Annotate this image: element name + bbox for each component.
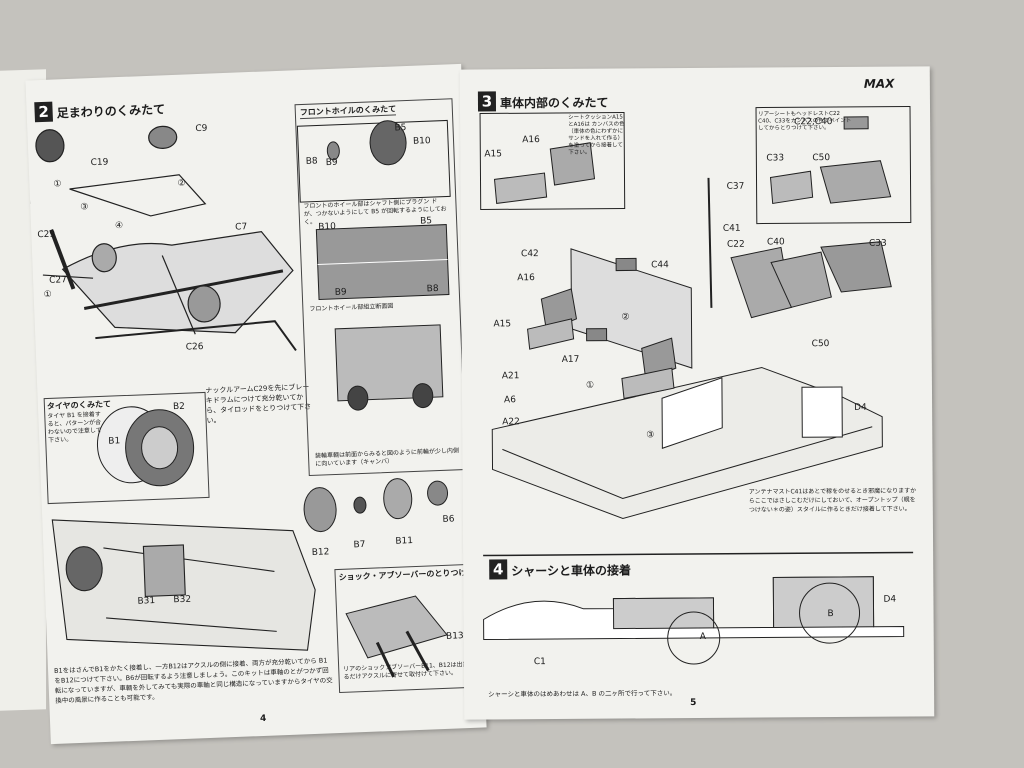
label-b32: B32 (173, 594, 192, 606)
label-c37: C37 (726, 181, 745, 192)
label-c22: C22 (726, 239, 745, 250)
tire-note: タイヤ B1 を接着すると、パターンが合わないので注意して下さい。 (47, 410, 102, 444)
circled-2: ② (177, 178, 186, 189)
label-d4: D4 (854, 402, 867, 413)
inset-label-c22-c40: C22,C40 (794, 117, 833, 128)
page-number-right: 5 (690, 698, 697, 709)
label-a17: A17 (561, 354, 580, 365)
right-page: MAX 3 車体内部のくみたて (459, 66, 935, 720)
label-c26: C26 (185, 341, 204, 353)
note-knuckle-arm: ナックルアームC29を先にブレーキドラムにつけて充分乾いてから、タイロッドをとり… (205, 382, 312, 425)
front-wheel-box: フロントホイルのくみたて B5 B10 B8 B9 フロントのホイール部はシャフ… (294, 98, 467, 477)
label-c19: C19 (90, 157, 109, 169)
label-a16: A16 (517, 273, 535, 284)
inset-label-c33: C33 (766, 153, 785, 164)
shock-note: リアのショックアブソーバーB11、B12は出来るだけアクスルに寄せて取付けて下さ… (343, 661, 469, 681)
inset-label-a15: A15 (484, 149, 502, 160)
camber-note: 装輪車輌は前面からみると図のように前輪が少し内側に向いています（キャンバ） (314, 447, 460, 468)
label-a: A (699, 631, 706, 642)
label-b7: B7 (353, 539, 366, 551)
front-wheel-title: フロントホイルのくみたて (299, 103, 397, 120)
label-b10-section: B10 (318, 221, 337, 233)
left-page: 2 足まわりのくみたて (25, 63, 487, 745)
note-cushion: シートクッションA15とA16は カンバスの色（車体の色にわずかにサンドを入れて… (568, 114, 625, 156)
label-c7: C7 (235, 222, 248, 233)
label-b2: B2 (172, 401, 186, 413)
step4-number: 4 (489, 559, 508, 580)
label-c29: C29 (37, 229, 56, 241)
label-b10: B10 (412, 136, 431, 147)
label-c42: C42 (520, 249, 539, 260)
circled-1-right: ① (585, 380, 595, 391)
label-b9: B9 (325, 157, 338, 169)
label-a22: A22 (502, 417, 520, 428)
label-b13: B13 (445, 631, 464, 642)
label-c1: C1 (533, 657, 546, 668)
label-c50: C50 (811, 339, 830, 350)
circled-1: ① (53, 179, 62, 190)
circled-3: ③ (80, 202, 89, 213)
label-b9-section: B9 (334, 287, 347, 298)
label-c27: C27 (48, 275, 68, 286)
label-a15: A15 (493, 319, 512, 330)
circled-3-right: ③ (646, 430, 655, 441)
label-b11: B11 (395, 536, 414, 547)
circled-2-right: ② (621, 312, 630, 323)
label-b6: B6 (442, 514, 455, 525)
label-c40: C40 (766, 237, 785, 248)
label-c41: C41 (722, 223, 741, 234)
note-antenna: アンテナマストC41はあとで稼をのせるとき邪魔になりますからここではさしこむだけ… (748, 487, 917, 514)
label-c9: C9 (195, 123, 208, 135)
label-b31: B31 (137, 596, 156, 607)
label-c44: C44 (651, 260, 669, 271)
page-number-left: 4 (259, 713, 267, 725)
label-b5-section: B5 (419, 216, 433, 227)
label-b5: B5 (394, 123, 407, 134)
label-b12: B12 (311, 547, 330, 558)
inset-label-c50: C50 (812, 153, 831, 164)
tire-assembly-box: タイヤのくみたて タイヤ B1 を接着すると、パターンが合わないので注意して下さ… (43, 391, 210, 505)
shock-title: ショック・アブソーバーのとりつけ (338, 568, 467, 582)
inset-label-a16: A16 (522, 135, 540, 146)
section-caption: フロントホイール部組立断面図 (309, 302, 394, 313)
label-b8: B8 (305, 156, 318, 167)
label-b8-section: B8 (426, 283, 439, 295)
label-a21: A21 (501, 371, 520, 382)
label-a6: A6 (504, 395, 516, 406)
label-c33: C33 (868, 238, 887, 249)
note-step4: シャーシと車体のはめあわせは A、B の二ヶ所で行って下さい。 (488, 689, 677, 699)
suspension-diagram (35, 119, 451, 678)
interior-diagram (479, 106, 914, 665)
label-d4-step4: D4 (883, 594, 897, 605)
circled-4: ④ (114, 220, 124, 232)
shock-absorber-box: ショック・アブソーバーのとりつけ B13 リアのショックアブソーバーB11、B1… (334, 563, 480, 694)
label-b: B (827, 609, 834, 620)
label-b1: B1 (108, 436, 121, 447)
step4-title: シャーシと車体の接着 (511, 563, 632, 579)
circled-1b: ① (43, 289, 52, 301)
